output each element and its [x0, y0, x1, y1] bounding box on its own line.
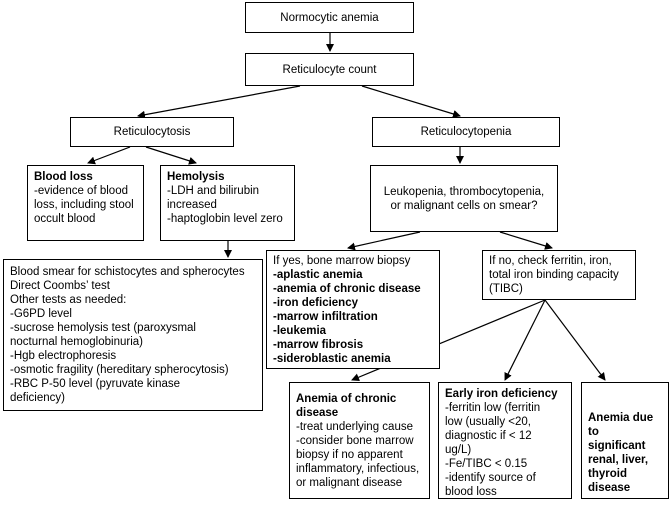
arrow-reticulocytosis-to-blood-loss	[87, 146, 131, 165]
biopsy-item: -marrow infiltration	[273, 311, 378, 323]
early-iron-line: diagnostic if < 12	[445, 430, 532, 442]
ferritin-line: total iron binding capacity	[489, 269, 619, 281]
chronic-line: inflammatory, infectious,	[296, 463, 420, 475]
smear-line: deficiency)	[10, 392, 65, 404]
renal-line: significant	[588, 440, 646, 452]
smear-line: Blood smear for schistocytes and spheroc…	[10, 266, 245, 278]
early-iron-line: -identify source of	[445, 472, 536, 484]
smear-line: -G6PD level	[10, 308, 72, 320]
node-leukopenia-question: Leukopenia, thrombocytopenia, or maligna…	[370, 165, 558, 232]
arrow-reticulocytosis-to-hemolysis	[145, 146, 197, 165]
blood-loss-title: Blood loss	[34, 171, 93, 183]
early-iron-line: blood loss	[445, 486, 497, 498]
arrow-ferritin-to-early-iron	[504, 299, 546, 381]
biopsy-item: -anemia of chronic disease	[273, 283, 421, 295]
smear-line: nocturnal hemoglobinuria)	[10, 336, 143, 348]
leukopenia-line: Leukopenia, thrombocytopenia,	[383, 185, 545, 198]
hemolysis-line: -LDH and bilirubin	[167, 185, 260, 197]
ferritin-line: If no, check ferritin, iron,	[489, 255, 612, 267]
blood-loss-line: occult blood	[34, 213, 96, 225]
node-anemia-chronic-disease: Anemia of chronic disease -treat underly…	[289, 382, 430, 499]
leukopenia-line: or malignant cells on smear?	[390, 199, 538, 212]
chronic-line: or malignant disease	[296, 477, 403, 489]
biopsy-intro: If yes, bone marrow biopsy	[273, 255, 411, 267]
smear-line: -sucrose hemolysis test (paroxysmal	[10, 322, 196, 334]
arrow-leukopenia-to-biopsy	[347, 231, 421, 251]
blood-loss-line: loss, including stool	[34, 199, 134, 211]
biopsy-item: -marrow fibrosis	[273, 339, 364, 351]
node-reticulocytosis: Reticulocytosis	[70, 117, 234, 147]
early-iron-line: -ferritin low (ferritin	[445, 402, 541, 414]
biopsy-item: -aplastic anemia	[273, 269, 363, 281]
node-normocytic-anemia-label: Normocytic anemia	[280, 11, 379, 24]
smear-line: -Hgb electrophoresis	[10, 350, 117, 362]
renal-line: thyroid disease	[588, 468, 631, 494]
chronic-line: biopsy if no apparent	[296, 449, 403, 461]
chronic-line: -treat underlying cause	[296, 421, 413, 433]
blood-loss-line: -evidence of blood	[34, 185, 128, 197]
chronic-title: Anemia of chronic	[296, 393, 397, 405]
early-iron-line: low (usually <20,	[445, 416, 531, 428]
hemolysis-line: -haptoglobin level zero	[167, 213, 283, 225]
ferritin-line: (TIBC)	[489, 283, 523, 295]
hemolysis-line: increased	[167, 199, 217, 211]
chronic-line: -consider bone marrow	[296, 435, 414, 447]
node-early-iron-deficiency: Early iron deficiency -ferritin low (fer…	[438, 382, 572, 499]
node-reticulocyte-count-label: Reticulocyte count	[282, 63, 377, 76]
arrow-leukopenia-to-ferritin	[499, 231, 553, 250]
node-reticulocytosis-label: Reticulocytosis	[113, 126, 191, 138]
biopsy-item: -sideroblastic anemia	[273, 353, 391, 365]
node-renal-liver-thyroid: Anemia due to significant renal, liver, …	[581, 382, 669, 499]
arrow-retic-count-to-reticulocytosis	[137, 85, 301, 119]
early-iron-line: ug/L)	[445, 444, 472, 456]
renal-line: Anemia due to	[588, 412, 657, 438]
node-check-ferritin: If no, check ferritin, iron, total iron …	[482, 250, 636, 300]
smear-line: Direct Coombs’ test	[10, 280, 110, 292]
node-reticulocyte-count: Reticulocyte count	[245, 53, 414, 86]
biopsy-item: -iron deficiency	[273, 297, 358, 309]
arrow-ferritin-to-renal	[544, 299, 606, 381]
smear-line: -RBC P-50 level (pyruvate kinase	[10, 378, 181, 390]
smear-line: Other tests as needed:	[10, 294, 127, 306]
renal-line: renal, liver,	[588, 454, 649, 466]
node-normocytic-anemia: Normocytic anemia	[245, 2, 414, 33]
early-iron-title: Early iron deficiency	[445, 388, 558, 400]
smear-line: -osmotic fragility (hereditary spherocyt…	[10, 364, 229, 376]
hemolysis-title: Hemolysis	[167, 171, 225, 183]
arrow-retic-count-to-reticulocytopenia	[361, 85, 461, 118]
node-blood-loss: Blood loss -evidence of blood loss, incl…	[27, 165, 144, 241]
early-iron-line: -Fe/TIBC < 0.15	[445, 458, 528, 470]
chronic-title: disease	[296, 407, 339, 419]
node-smear-tests: Blood smear for schistocytes and spheroc…	[3, 259, 263, 411]
biopsy-item: -leukemia	[273, 325, 327, 337]
node-hemolysis: Hemolysis -LDH and bilirubin increased -…	[160, 165, 295, 241]
node-reticulocytopenia: Reticulocytopenia	[372, 117, 560, 147]
node-reticulocytopenia-label: Reticulocytopenia	[420, 126, 512, 138]
node-bone-marrow-biopsy: If yes, bone marrow biopsy -aplastic ane…	[266, 250, 440, 369]
